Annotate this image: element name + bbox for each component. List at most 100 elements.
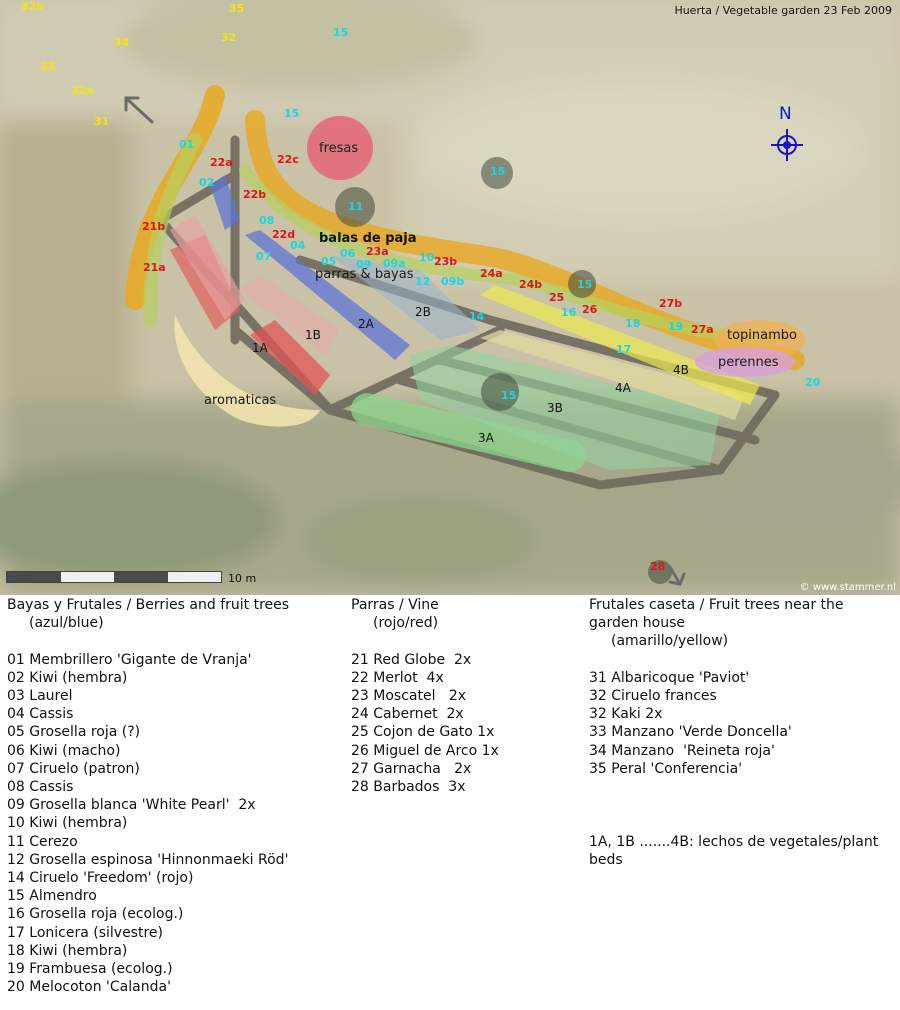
legend-house: Frutales caseta / Fruit trees near the g… (589, 596, 889, 869)
marker: 23b (434, 255, 458, 268)
list-item: 07 Ciruelo (patron) (7, 760, 140, 777)
bed-label-3b: 3B (547, 401, 563, 415)
list-item: 03 Laurel (7, 688, 73, 704)
list-item: 15 Almendro (7, 888, 97, 905)
list-item: 22 Merlot 4x (351, 669, 444, 686)
list-item: 08 Cassis (7, 779, 74, 796)
marker: 21a (143, 261, 166, 274)
list-item: 32 Ciruelo frances (589, 688, 717, 704)
marker: 33 (40, 60, 56, 73)
plant-beds (170, 116, 805, 472)
bed-label-1b: 1B (305, 328, 321, 342)
bed-label-3a: 3A (478, 431, 494, 445)
list-item: 20 Melocoton 'Calanda' (7, 979, 171, 996)
north-compass-icon (771, 129, 803, 161)
marker: 21b (142, 220, 166, 233)
legend-vine: Parras / Vine (rojo/red) 21 Red Globe 2x… (351, 596, 571, 796)
list-item: 21 Red Globe 2x (351, 651, 472, 668)
bed-label-2a: 2A (358, 317, 374, 331)
marker: 32 (221, 31, 237, 44)
marker: 34 (114, 36, 130, 49)
legend-vine-subheading: (rojo/red) (373, 615, 439, 632)
tree-canopies (335, 157, 672, 584)
copyright-credit: © www.stammer.nl (799, 582, 896, 593)
list-item: 10 Kiwi (hembra) (7, 815, 128, 832)
marker: 19 (668, 320, 684, 333)
north-label: N (779, 104, 792, 124)
marker: 27a (691, 323, 714, 336)
marker: 26 (582, 303, 598, 316)
legend-house-subheading: (amarillo/yellow) (611, 633, 729, 650)
list-item: 26 Miguel de Arco 1x (351, 742, 499, 759)
marker: 07 (256, 250, 272, 263)
marker: 09b (441, 275, 465, 288)
marker: 15 (490, 165, 506, 178)
marker: 22b (243, 188, 267, 201)
area-label-topinambo: topinambo (727, 328, 797, 343)
marker: 27b (659, 297, 683, 310)
list-item: 35 Peral 'Conferencia' (589, 760, 743, 777)
marker: 05 (321, 255, 337, 268)
marker: 14 (469, 310, 485, 323)
garden-map: Huerta / Vegetable garden 23 Feb 2009 N … (0, 0, 900, 595)
list-item: 05 Grosella roja (?) (7, 724, 141, 741)
marker: 10 (419, 251, 435, 264)
berry-row-west (143, 133, 202, 327)
marker: 09a (383, 257, 406, 270)
marker: 20 (805, 376, 821, 389)
list-item: 32 Kaki 2x (589, 706, 663, 723)
list-item: 09 Grosella blanca 'White Pearl' 2x (7, 797, 256, 814)
marker: 22c (277, 153, 299, 166)
area-label-balas: balas de paja (319, 231, 417, 246)
bed-label-1a: 1A (252, 341, 268, 355)
scale-label: 10 m (228, 572, 257, 585)
area-label-fresas: fresas (319, 141, 359, 156)
list-item: 02 Kiwi (hembra) (7, 669, 128, 686)
marker: 02 (199, 176, 215, 189)
marker: 15 (501, 389, 517, 402)
marker: 11 (348, 200, 364, 213)
list-item: 24 Cabernet 2x (351, 706, 464, 723)
list-item: 31 Albaricoque 'Paviot' (589, 669, 750, 686)
list-item: 34 Manzano 'Reineta roja' (589, 742, 775, 759)
list-item: 06 Kiwi (macho) (7, 742, 121, 759)
marker: 06 (340, 247, 356, 260)
list-item: 14 Ciruelo 'Freedom' (rojo) (7, 870, 194, 887)
marker: 08 (259, 214, 275, 227)
marker: 09 (356, 258, 372, 271)
list-item: 33 Manzano 'Verde Doncella' (589, 724, 792, 741)
marker: 25 (549, 291, 565, 304)
map-canvas (0, 0, 900, 595)
marker: 17 (616, 343, 632, 356)
berry-row-main (239, 164, 776, 346)
area-label-perennes: perennes (718, 355, 779, 370)
list-item: 11 Cerezo (7, 833, 78, 850)
legend-vine-heading: Parras / Vine (351, 597, 439, 613)
list-item: 18 Kiwi (hembra) (7, 942, 128, 959)
list-item: 12 Grosella espinosa 'Hinnonmaeki Röd' (7, 851, 289, 868)
marker: 16 (561, 306, 577, 319)
marker: 28 (650, 560, 666, 573)
bed-label-4b: 4B (673, 363, 689, 377)
marker: 15 (333, 26, 349, 39)
marker: 35 (229, 2, 245, 15)
list-item: 17 Lonicera (silvestre) (7, 924, 163, 941)
list-item: 19 Frambuesa (ecolog.) (7, 961, 173, 978)
marker: 12 (415, 275, 431, 288)
marker: 32b (21, 0, 45, 13)
scale-bar (6, 571, 222, 583)
bed-label-4a: 4A (615, 381, 631, 395)
legend-berries: Bayas y Frutales / Berries and fruit tre… (7, 596, 337, 996)
legend-berries-heading: Bayas y Frutales / Berries and fruit tre… (7, 597, 290, 613)
marker: 15 (284, 107, 300, 120)
marker: 04 (290, 239, 306, 252)
marker: 31 (94, 115, 110, 128)
list-item: 04 Cassis (7, 706, 74, 723)
list-item: 28 Barbados 3x (351, 779, 466, 796)
marker: 15 (577, 278, 593, 291)
marker: 24b (519, 278, 543, 291)
list-item: 16 Grosella roja (ecolog.) (7, 906, 184, 923)
map-title: Huerta / Vegetable garden 23 Feb 2009 (674, 4, 892, 17)
list-item: 27 Garnacha 2x (351, 760, 472, 777)
direction-arrows (124, 96, 686, 586)
